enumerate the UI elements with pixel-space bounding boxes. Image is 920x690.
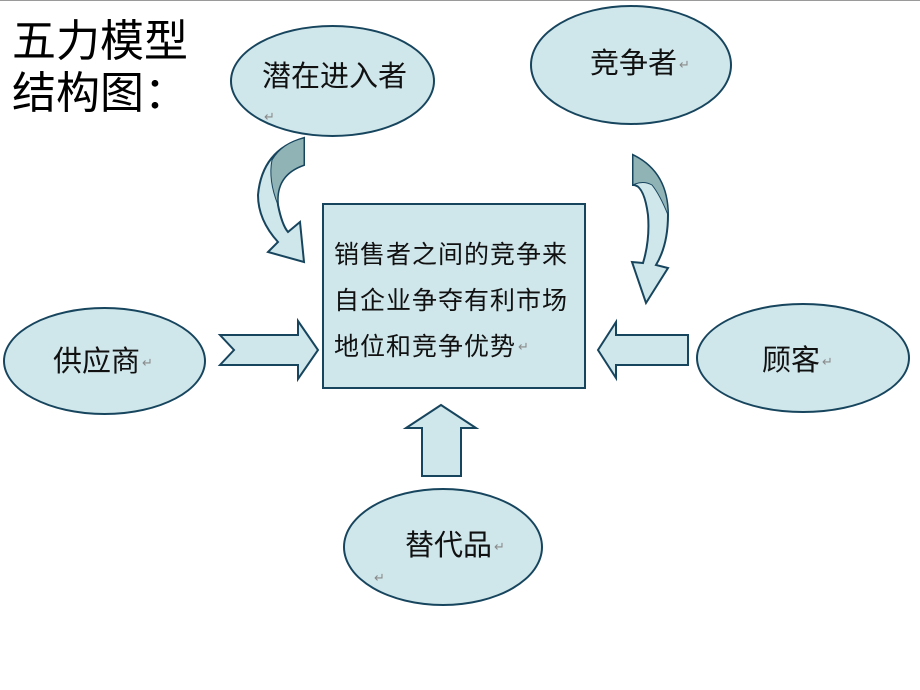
entrants-curved-arrow — [256, 136, 306, 264]
page-title-line2: 结构图： — [12, 68, 188, 119]
page-title: 五力模型 结构图： — [12, 16, 232, 120]
substitutes-ellipse — [343, 488, 543, 606]
substitutes-label: 替代品↵ — [405, 528, 505, 562]
competitors-curved-arrow — [630, 153, 670, 306]
suppliers-arrow — [217, 317, 320, 383]
customers-ellipse — [696, 303, 910, 413]
entrants-label: 潜在进入者↵ — [262, 59, 408, 125]
center-label: 销售者之间的竞争来自企业争夺有利市场地位和竞争优势↵ — [334, 240, 569, 361]
customers-label: 顾客↵ — [762, 343, 833, 377]
competitors-ellipse — [530, 5, 732, 125]
entrants-ellipse — [230, 25, 435, 137]
top-rule — [0, 0, 920, 1]
substitutes-empty-para-mark: ↵ — [374, 571, 385, 586]
competitors-label: 竞争者↵ — [590, 46, 690, 80]
suppliers-ellipse — [3, 307, 206, 415]
suppliers-label: 供应商↵ — [53, 344, 153, 378]
customers-arrow — [596, 318, 689, 382]
substitutes-arrow — [402, 403, 480, 477]
page-title-line1: 五力模型 — [12, 16, 188, 67]
center-box — [322, 203, 586, 389]
